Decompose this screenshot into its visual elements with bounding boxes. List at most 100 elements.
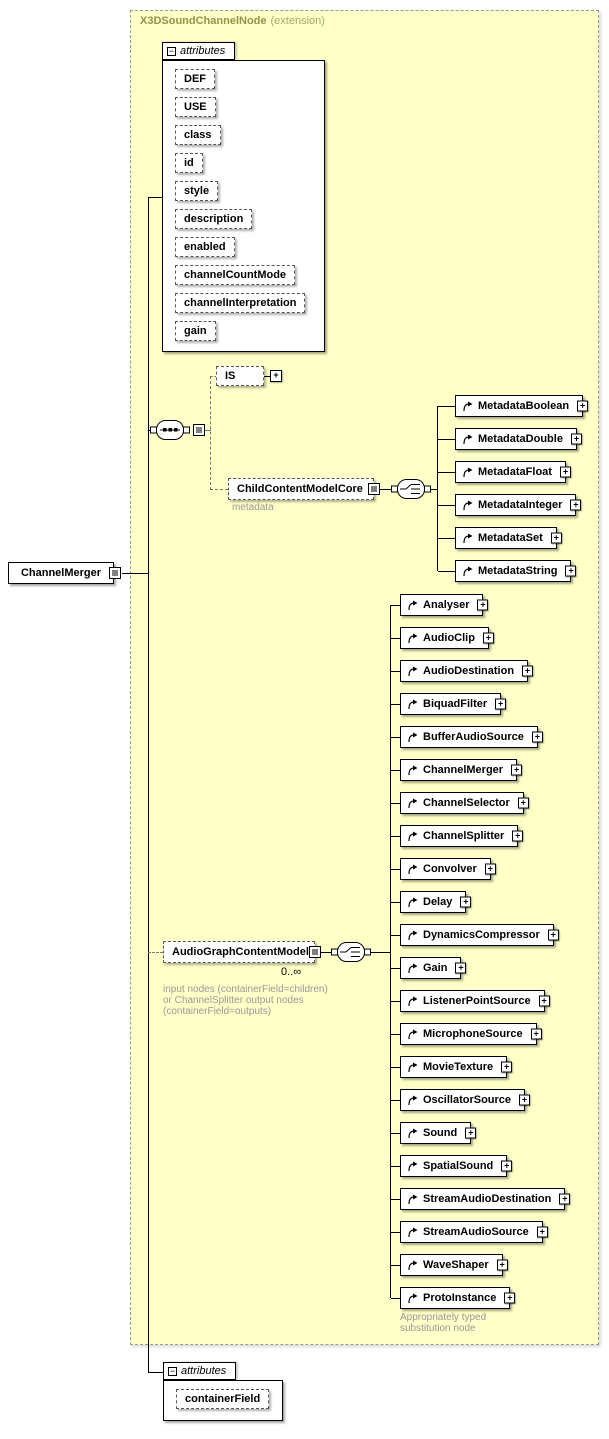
expand-icon[interactable]: + (501, 1160, 513, 1172)
connector-line (148, 952, 163, 953)
element-box[interactable]: StreamAudioDestination+ (390, 1188, 571, 1210)
expand-icon[interactable]: + (501, 1061, 513, 1073)
expand-icon[interactable]: + (570, 499, 582, 511)
attribute-box[interactable]: USE (175, 97, 216, 117)
element-box[interactable]: ChannelMerger + (390, 759, 523, 781)
attribute-box[interactable]: channelCountMode (175, 265, 296, 285)
root-element-label: ChannelMerger (20, 567, 102, 579)
attributes-header-label: attributes (181, 1365, 227, 1377)
attribute-box[interactable]: class (175, 125, 221, 145)
element-box[interactable]: MetadataBoolean+ (437, 395, 589, 417)
attribute-box[interactable]: containerField (176, 1389, 270, 1409)
element-box[interactable]: ProtoInstance+ (390, 1287, 516, 1309)
reference-arrow-icon (462, 467, 473, 478)
attributes-header[interactable]: − attributes (163, 1362, 237, 1380)
expand-icon[interactable]: + (530, 1028, 542, 1040)
expand-handle-icon[interactable] (309, 946, 321, 958)
expand-icon[interactable]: + (460, 896, 472, 908)
element-box[interactable]: ChannelSelector+ (391, 792, 529, 814)
collapse-icon[interactable]: − (167, 45, 176, 56)
element-box[interactable]: ChannelSplitter+ (390, 825, 524, 847)
element-box[interactable]: MovieTexture+ (390, 1056, 513, 1078)
expand-icon[interactable]: + (465, 1127, 477, 1139)
element-box[interactable]: MetadataFloat+ (438, 461, 571, 483)
expand-icon[interactable]: + (577, 400, 589, 412)
expand-icon[interactable]: + (522, 665, 534, 677)
element-box[interactable]: ListenerPointSource+ (391, 990, 550, 1012)
expand-icon[interactable]: + (477, 599, 489, 611)
attribute-box[interactable]: gain (175, 321, 216, 341)
connector-line (210, 376, 211, 490)
element-label: OscillatorSource (423, 1094, 512, 1106)
expand-handle-icon[interactable] (368, 483, 380, 495)
element-box[interactable]: WaveShaper+ (391, 1254, 508, 1276)
attribute-box[interactable]: DEF (175, 69, 215, 89)
child-content-model-label: ChildContentModelCore (237, 483, 363, 495)
expand-handle-icon[interactable] (109, 567, 121, 579)
expand-icon[interactable]: + (565, 565, 577, 577)
connector-line (320, 952, 331, 953)
expand-icon[interactable]: + (538, 995, 550, 1007)
element-box[interactable]: AudioDestination+ (390, 660, 534, 682)
element-box[interactable]: MetadataDouble+ (438, 428, 582, 450)
expand-icon[interactable]: + (570, 433, 582, 445)
element-box[interactable]: Convolver+ (391, 858, 496, 880)
attributes-panel: DEF USE class id style description enabl… (162, 60, 325, 352)
attribute-box[interactable]: enabled (175, 237, 235, 257)
collapse-icon[interactable]: − (168, 1365, 177, 1376)
expand-icon[interactable]: + (484, 863, 496, 875)
element-box[interactable]: Gain+ (390, 957, 467, 979)
expand-icon[interactable]: + (559, 466, 571, 478)
attribute-box[interactable]: description (175, 209, 253, 229)
attribute-box[interactable]: channelInterpretation (175, 293, 306, 313)
expand-icon[interactable]: + (519, 1094, 531, 1106)
reference-arrow-icon (462, 434, 473, 445)
attribute-box[interactable]: style (175, 181, 219, 201)
root-element-box[interactable]: ChannelMerger (8, 562, 121, 584)
expand-icon[interactable]: + (512, 830, 524, 842)
expand-icon[interactable]: + (547, 929, 559, 941)
expand-icon[interactable]: + (495, 698, 507, 710)
expand-handle-icon[interactable] (193, 424, 205, 436)
expand-icon[interactable]: + (559, 1193, 571, 1205)
element-box[interactable]: MetadataInteger+ (437, 494, 582, 516)
element-box[interactable]: MetadataSet+ (438, 527, 562, 549)
expand-icon[interactable]: + (270, 370, 282, 382)
element-box[interactable]: SpatialSound + (390, 1155, 513, 1177)
element-box[interactable]: BiquadFilter+ (390, 693, 507, 715)
element-box[interactable]: Delay+ (390, 891, 472, 913)
element-label: StreamAudioSource (423, 1226, 529, 1238)
attributes-header[interactable]: − attributes (162, 42, 236, 60)
element-box[interactable]: MetadataString+ (437, 560, 577, 582)
audio-element-list: Analyser+ AudioClip+ AudioDestination+ B… (390, 594, 571, 1309)
is-element-box[interactable]: IS (216, 366, 264, 386)
element-box[interactable]: DynamicsCompressor+ (391, 924, 559, 946)
element-box[interactable]: BufferAudioSource+ (391, 726, 543, 748)
reference-arrow-icon (462, 533, 473, 544)
element-box[interactable]: AudioClip+ (391, 627, 494, 649)
expand-icon[interactable]: + (531, 731, 543, 743)
reference-arrow-icon (462, 566, 473, 577)
element-label: SpatialSound (423, 1160, 494, 1172)
expand-icon[interactable]: + (550, 532, 562, 544)
element-label: ChannelMerger (423, 764, 504, 776)
element-box[interactable]: StreamAudioSource + (391, 1221, 548, 1243)
expand-icon[interactable]: + (517, 797, 529, 809)
expand-icon[interactable]: + (482, 632, 494, 644)
reference-arrow-icon (407, 1227, 418, 1238)
expand-icon[interactable]: + (511, 764, 523, 776)
element-box[interactable]: OscillatorSource + (390, 1089, 531, 1111)
element-box[interactable]: Analyser+ (390, 594, 489, 616)
expand-icon[interactable]: + (455, 962, 467, 974)
expand-icon[interactable]: + (536, 1226, 548, 1238)
child-content-model-box[interactable]: ChildContentModelCore (228, 478, 380, 500)
expand-icon[interactable]: + (496, 1259, 508, 1271)
reference-arrow-icon (407, 1029, 418, 1040)
expand-icon[interactable]: + (504, 1292, 516, 1304)
audio-graph-content-model-box[interactable]: AudioGraphContentModel (163, 941, 321, 963)
element-box[interactable]: MicrophoneSource+ (391, 1023, 542, 1045)
reference-arrow-icon (407, 600, 418, 611)
attribute-box[interactable]: id (175, 153, 203, 173)
element-box[interactable]: Sound+ (390, 1122, 477, 1144)
